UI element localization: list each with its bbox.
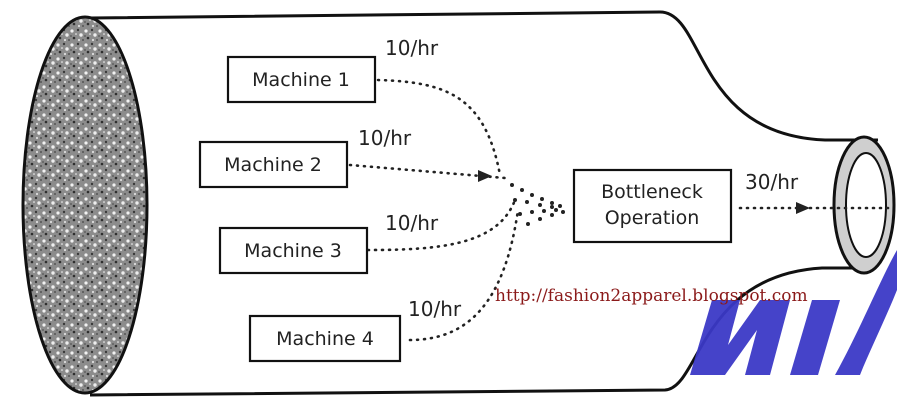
bottleneck-label-line1: Bottleneck bbox=[601, 181, 703, 203]
machine-1-label: Machine 1 bbox=[252, 69, 350, 91]
bottleneck-operation-box: Bottleneck Operation bbox=[574, 170, 731, 242]
bottle-mouth bbox=[834, 137, 894, 273]
machine-3-box: Machine 3 bbox=[220, 228, 367, 273]
machine-2-box: Machine 2 bbox=[200, 142, 347, 187]
machine-2-label: Machine 2 bbox=[224, 154, 322, 176]
machine-4-rate: 10/hr bbox=[408, 297, 462, 321]
machine-4-label: Machine 4 bbox=[276, 328, 374, 350]
machine-1-box: Machine 1 bbox=[228, 57, 375, 102]
machine-3-rate: 10/hr bbox=[385, 211, 439, 235]
machine-2-rate: 10/hr bbox=[358, 126, 412, 150]
bottle-base bbox=[23, 17, 147, 393]
machine-1-rate: 10/hr bbox=[385, 36, 439, 60]
arrowhead-output bbox=[796, 202, 810, 214]
funnel-dots bbox=[510, 183, 565, 226]
arrowhead-machine-2 bbox=[478, 170, 492, 182]
source-url: http://fashion2apparel.blogspot.com bbox=[495, 286, 808, 306]
machine-4-box: Machine 4 bbox=[250, 316, 400, 361]
machine-3-label: Machine 3 bbox=[244, 240, 342, 262]
bottleneck-label-line2: Operation bbox=[605, 207, 700, 229]
output-rate: 30/hr bbox=[745, 170, 799, 194]
